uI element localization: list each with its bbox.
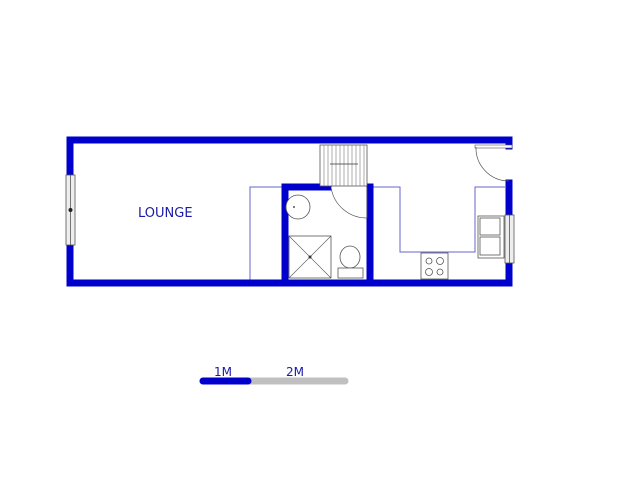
basin (285, 194, 311, 220)
stove (420, 252, 449, 280)
stairs (319, 144, 368, 187)
scale-label-1m: 1M (214, 365, 232, 379)
kitchen-sink (477, 215, 505, 259)
room-label-lounge: LOUNGE (138, 206, 193, 221)
bathroom-door (330, 186, 368, 219)
shower (288, 235, 332, 279)
toilet (337, 245, 364, 279)
kitchen-counter (372, 186, 505, 253)
entrance-door (474, 144, 513, 182)
window-left (65, 174, 76, 246)
bathroom-walls (281, 183, 374, 287)
scale-label-2m: 2M (286, 365, 304, 379)
window-right (504, 214, 515, 264)
scale-bar: 1M 2M (199, 365, 349, 385)
lounge-partition (249, 186, 285, 283)
